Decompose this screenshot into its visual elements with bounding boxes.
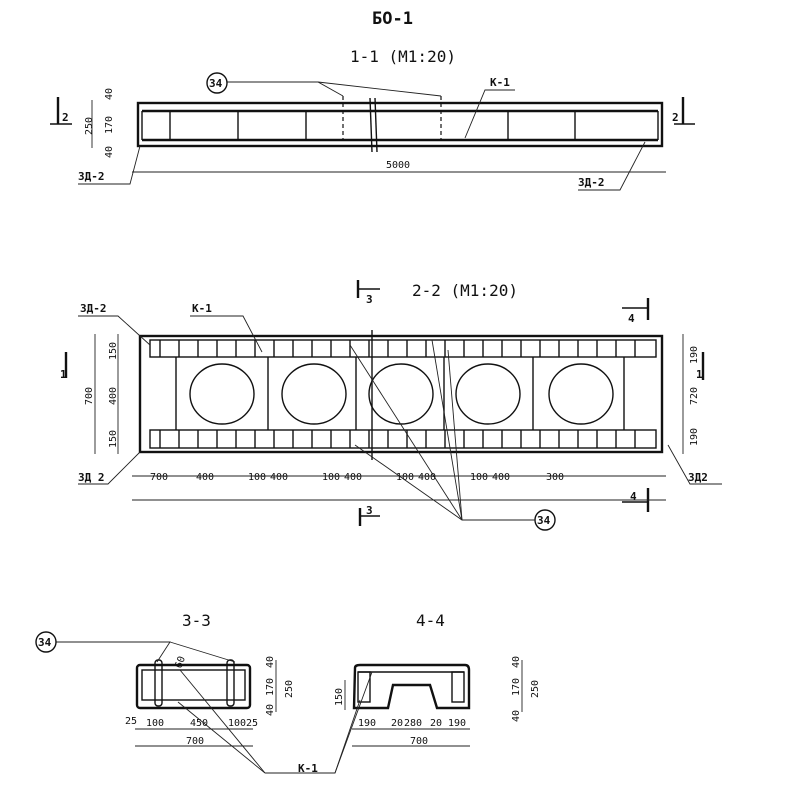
dim: 700 xyxy=(150,472,168,483)
dim: 400 xyxy=(418,472,436,483)
cut-mark-3-top: 3 xyxy=(366,293,373,306)
circular-opening xyxy=(548,363,614,425)
dim: 25 xyxy=(246,718,258,729)
dim-v: 250 xyxy=(84,117,95,135)
section-3-3-title: 3-3 xyxy=(182,611,211,630)
dim: 20 xyxy=(430,718,442,729)
dim: 190 xyxy=(448,718,466,729)
dim-total: 700 xyxy=(410,736,428,747)
dim-v: 250 xyxy=(284,680,295,698)
section-3-3: 34 60 25 100 450 100 25 700 40 170 40 25… xyxy=(35,631,295,747)
callout-34: 34 xyxy=(537,514,551,527)
callout-34: 34 xyxy=(209,77,223,90)
dim: 400 xyxy=(270,472,288,483)
dim: 100 xyxy=(228,718,246,729)
dim-v: 190 xyxy=(689,346,700,364)
section-4-4-title: 4-4 xyxy=(416,611,445,630)
cut-mark-1-right: 1 xyxy=(696,368,703,381)
dim-v: 40 xyxy=(104,146,115,158)
dim: 400 xyxy=(492,472,510,483)
bottom-frame xyxy=(149,429,657,449)
dim: 100 xyxy=(322,472,340,483)
break-line xyxy=(369,97,373,153)
dim: 190 xyxy=(358,718,376,729)
dim-v: 170 xyxy=(265,678,276,696)
dim-v: 700 xyxy=(84,387,95,405)
sheet-title: БО-1 xyxy=(372,9,413,29)
embed-left-label: ЗД-2 xyxy=(78,170,105,183)
circular-opening xyxy=(281,363,347,425)
circular-opening xyxy=(368,363,434,425)
section-2-2-title: 2-2 (М1:20) xyxy=(412,281,518,300)
dim-v: 170 xyxy=(511,678,522,696)
section-1-1-title: 1-1 (М1:20) xyxy=(350,47,456,66)
dim: 100 xyxy=(396,472,414,483)
dim: 100 xyxy=(470,472,488,483)
embed-right-label: ЗД-2 xyxy=(578,176,605,189)
cut-mark-2-right: 2 xyxy=(672,111,679,124)
section-1-1: 34 К-1 5000 ЗД-2 ЗД-2 2 2 40 170 40 250 xyxy=(50,72,695,191)
callout-circle xyxy=(206,72,228,94)
embed-bottom-right-label: ЗД2 xyxy=(688,471,708,484)
dim: 450 xyxy=(190,718,208,729)
openings xyxy=(189,363,614,425)
dim: 280 xyxy=(404,718,422,729)
beam-plan-outline xyxy=(138,334,664,454)
section-outline xyxy=(135,663,252,710)
cut-mark-2-left: 2 xyxy=(62,111,69,124)
dim-v: 190 xyxy=(689,428,700,446)
dim: 100 xyxy=(146,718,164,729)
frame-label-k1: К-1 xyxy=(490,76,510,89)
dim-v: 40 xyxy=(104,88,115,100)
k1-leader xyxy=(265,671,373,774)
dim-v: 720 xyxy=(689,387,700,405)
dim-v: 40 xyxy=(265,704,276,716)
circular-opening xyxy=(455,363,521,425)
embed-top-left-label: ЗД-2 xyxy=(80,302,107,315)
dim-v: 150 xyxy=(108,342,119,360)
top-frame xyxy=(149,339,657,358)
length-dim: 5000 xyxy=(386,160,410,171)
dim-v: 150 xyxy=(334,688,345,706)
dim-v: 40 xyxy=(265,656,276,668)
frame-label-k1: К-1 xyxy=(192,302,212,315)
dim: 25 xyxy=(125,716,137,727)
frame-stirrups xyxy=(159,340,636,448)
beam-outline xyxy=(136,101,664,148)
cut-mark-4-top: 4 xyxy=(628,312,635,325)
dim-v: 250 xyxy=(530,680,541,698)
section-4-4: 150 190 20 280 20 190 700 40 170 40 250 xyxy=(334,656,541,747)
dim: 400 xyxy=(196,472,214,483)
dim-total: 700 xyxy=(186,736,204,747)
bottom-dims: 700 400 100 400 100 400 100 400 100 400 300 xyxy=(150,472,564,483)
dim: 20 xyxy=(391,718,403,729)
stirrups xyxy=(169,96,576,140)
dim: 400 xyxy=(344,472,362,483)
dim-v: 40 xyxy=(511,710,522,722)
dim-v: 400 xyxy=(108,387,119,405)
dim-v: 170 xyxy=(104,116,115,134)
embed-bottom-left-label: ЗД 2 xyxy=(78,471,105,484)
cut-mark-1-left: 1 xyxy=(60,368,67,381)
cut-mark-4-bottom: 4 xyxy=(630,490,637,503)
section-outline xyxy=(352,663,471,710)
dim-v: 150 xyxy=(108,430,119,448)
dim-v: 40 xyxy=(511,656,522,668)
angle-label: 60 xyxy=(174,655,188,670)
callout-circle xyxy=(35,631,57,653)
callout-34: 34 xyxy=(38,636,52,649)
circular-opening xyxy=(189,363,255,425)
section-2-2: 3 3 4 4 1 1 ЗД-2 К-1 ЗД 2 ЗД2 34 700 400 1… xyxy=(60,280,722,531)
dim: 300 xyxy=(546,472,564,483)
cut-mark-3-bottom: 3 xyxy=(366,504,373,517)
frame-label-k1-shared: К-1 xyxy=(298,762,318,775)
dim: 100 xyxy=(248,472,266,483)
